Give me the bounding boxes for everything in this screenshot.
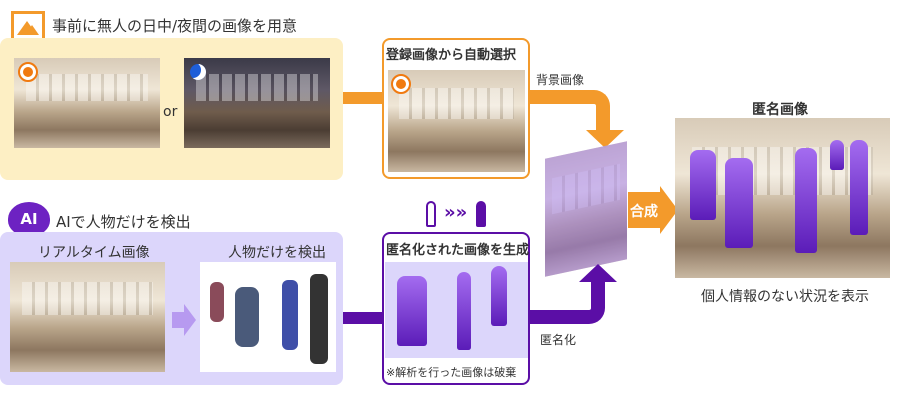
ai-brain-icon: AI [8,202,50,236]
detect-arrowhead [184,304,196,336]
silhouette [795,148,817,253]
realtime-label: リアルタイム画像 [38,245,150,261]
selected-background-photo [388,70,525,172]
detected-people-image [200,262,336,372]
discard-note: ※解析を行った画像は破棄 [386,366,517,379]
composite-arrowhead [660,186,678,234]
composite-label: 合成 [630,204,658,220]
purple-connector [343,312,383,324]
background-arrow [530,90,610,132]
person-filled-icon [476,201,486,227]
auto-select-title: 登録画像から自動選択 [386,48,517,63]
detect-label: 人物だけを検出 [228,245,326,261]
silhouette [830,140,844,170]
anonymize-label: 匿名化 [540,333,577,347]
anonymize-arrowhead [579,264,617,282]
background-label: 背景画像 [536,73,585,87]
composite-arrow [628,192,660,228]
chevrons-icon: »» [444,202,468,223]
anonymize-title: 匿名化された画像を生成 [386,243,530,258]
anonymize-arrow [530,280,605,324]
realtime-photo [10,262,165,372]
result-title: 匿名画像 [752,102,808,118]
daytime-photo [14,58,160,148]
sun-icon [18,62,38,82]
or-label: or [163,104,178,120]
moon-icon [190,64,206,80]
sun-icon [391,74,411,94]
silhouette [850,140,868,235]
night-photo [184,58,330,148]
orange-connector [343,92,383,104]
ai-title: AIで人物だけを検出 [56,213,191,231]
prepare-title: 事前に無人の日中/夜間の画像を用意 [52,17,298,35]
anonymized-figures [385,262,528,358]
ai-icon-text: AI [20,210,38,228]
person-outline-icon [426,201,436,227]
composite-layer [545,141,627,277]
result-caption: 個人情報のない状況を表示 [701,289,869,305]
silhouette [725,158,753,248]
detect-arrow [172,312,184,328]
silhouette [690,150,716,220]
